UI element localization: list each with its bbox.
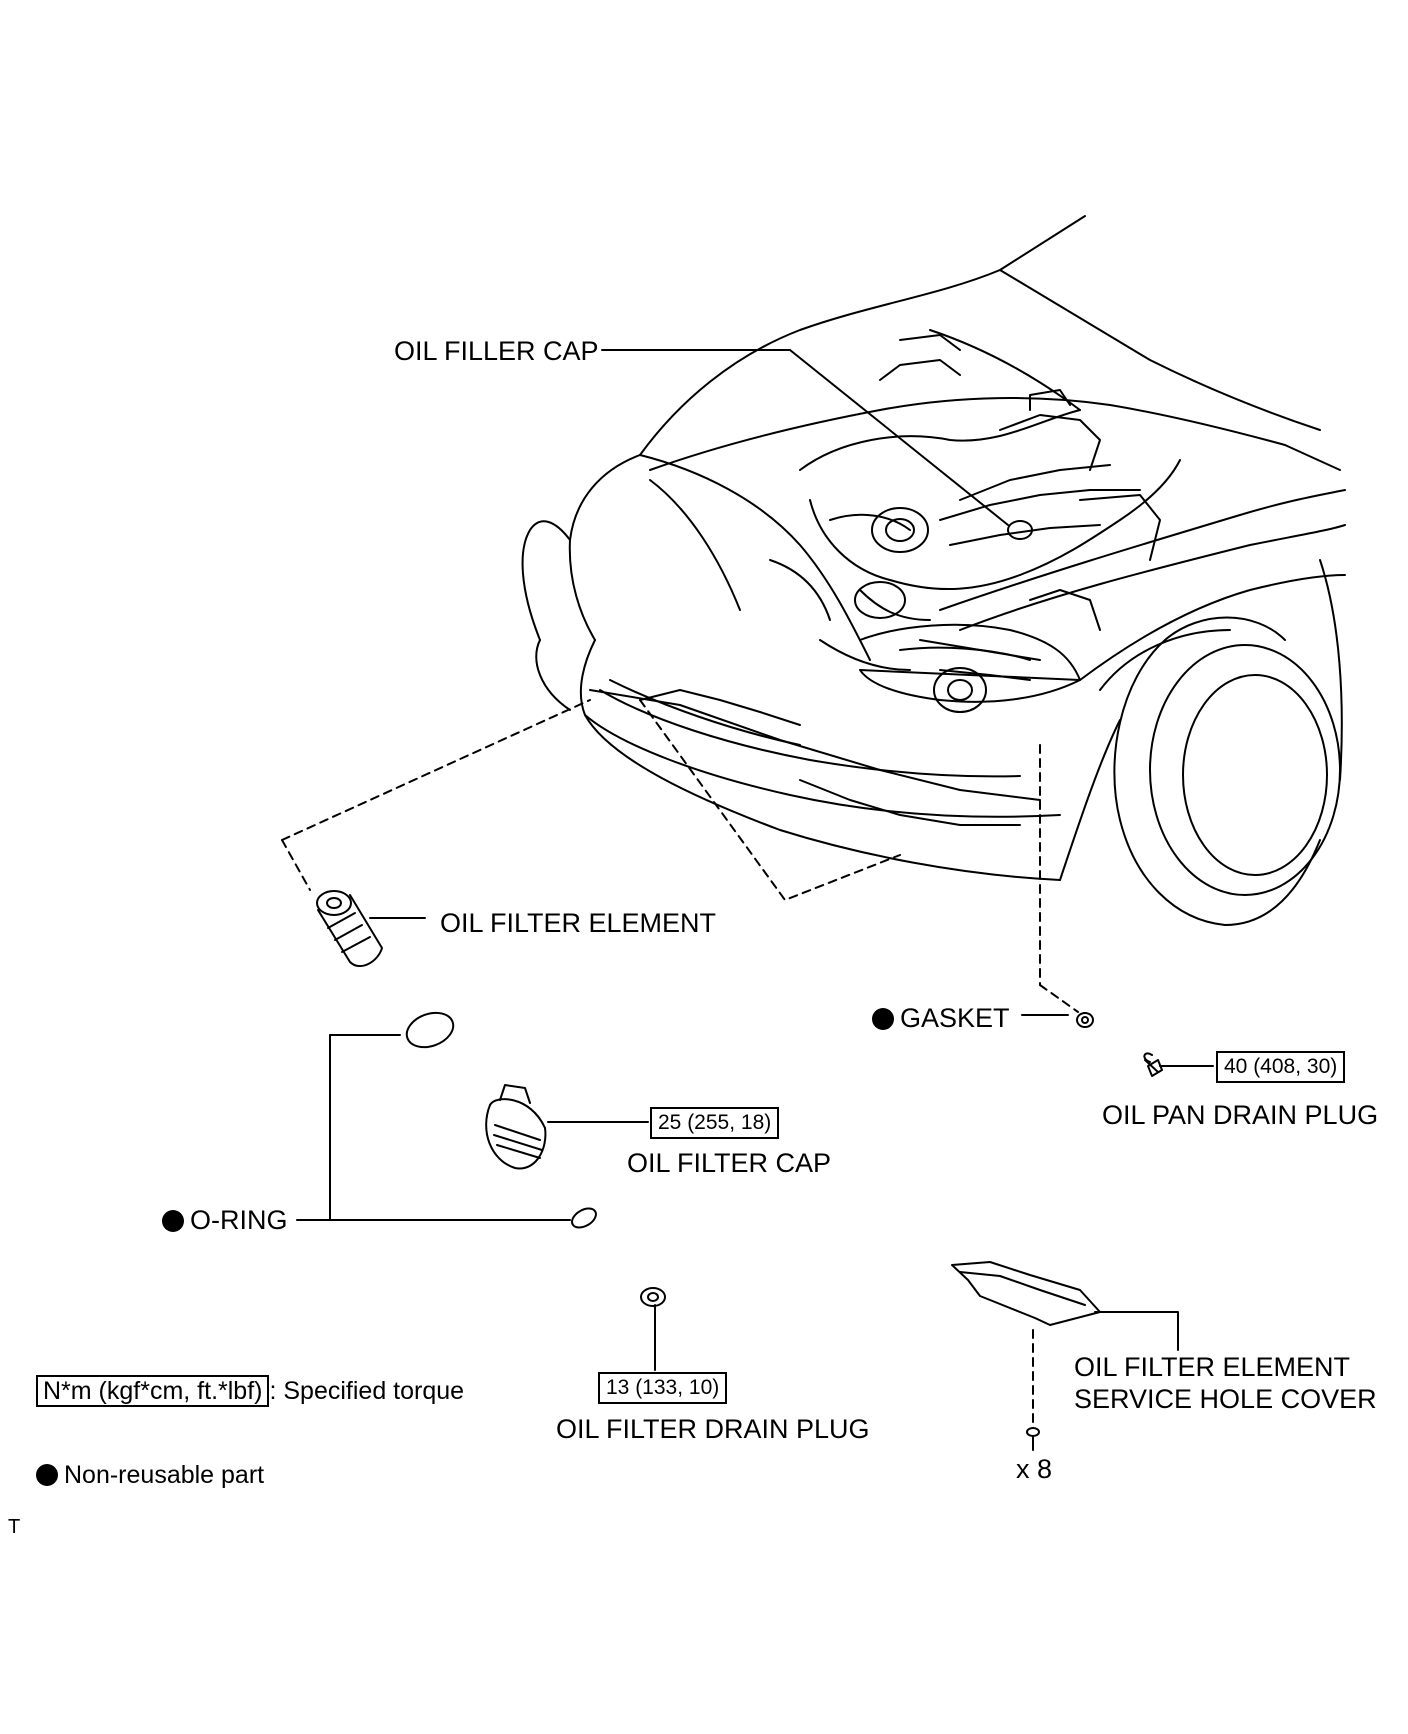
oil-filter-drain-plug-part [640,1287,666,1307]
service-hole-cover-label-line1: OIL FILTER ELEMENT [1074,1352,1351,1382]
oil-filler-cap-part [1007,520,1033,540]
oil-filter-cap-torque: 25 (255, 18) [650,1107,780,1139]
gasket-text: GASKET [900,1003,1010,1033]
bolt-count-label: x 8 [1016,1454,1053,1484]
vehicle-front-drawing [521,215,1346,926]
bolt-part [1026,1427,1040,1451]
oil-filter-drain-plug-torque: 13 (133, 10) [598,1372,728,1404]
gasket-label: GASKET [872,1003,1010,1033]
non-reusable-legend-text: Non-reusable part [64,1461,265,1489]
non-reusable-bullet-icon [872,1008,894,1030]
non-reusable-bullet-icon [162,1210,184,1232]
torque-legend-desc: : Specified torque [269,1377,465,1405]
torque-unit-box: N*m (kgf*cm, ft.*lbf) [36,1375,270,1407]
leader-lines [296,349,1214,1371]
corner-mark: T [8,1516,21,1538]
oil-filter-cap-label: OIL FILTER CAP [627,1148,832,1178]
oil-pan-drain-plug-label: OIL PAN DRAIN PLUG [1102,1100,1379,1130]
oil-filter-drain-plug-label: OIL FILTER DRAIN PLUG [556,1414,870,1444]
gasket-part [1076,1012,1094,1028]
o-ring-parts [405,1011,597,1229]
dashed-projection-lines [281,699,1079,1426]
service-hole-cover-label-line2: SERVICE HOLE COVER [1074,1384,1377,1414]
oil-pan-drain-plug-part [1143,1052,1163,1077]
oil-filter-element-part [316,890,383,967]
oil-filter-element-label: OIL FILTER ELEMENT [440,908,717,938]
non-reusable-legend: Non-reusable part [36,1460,264,1490]
o-ring-text: O-RING [190,1205,288,1235]
engine-drawing [769,334,1181,713]
o-ring-label: O-RING [162,1205,288,1235]
oil-filler-cap-label: OIL FILLER CAP [394,336,599,366]
torque-legend: N*m (kgf*cm, ft.*lbf): Specified torque [36,1375,465,1407]
service-hole-cover-part [951,1261,1101,1326]
oil-pan-drain-plug-torque: 40 (408, 30) [1216,1051,1346,1083]
non-reusable-bullet-icon [36,1464,58,1486]
oil-filter-cap-part [485,1084,547,1170]
